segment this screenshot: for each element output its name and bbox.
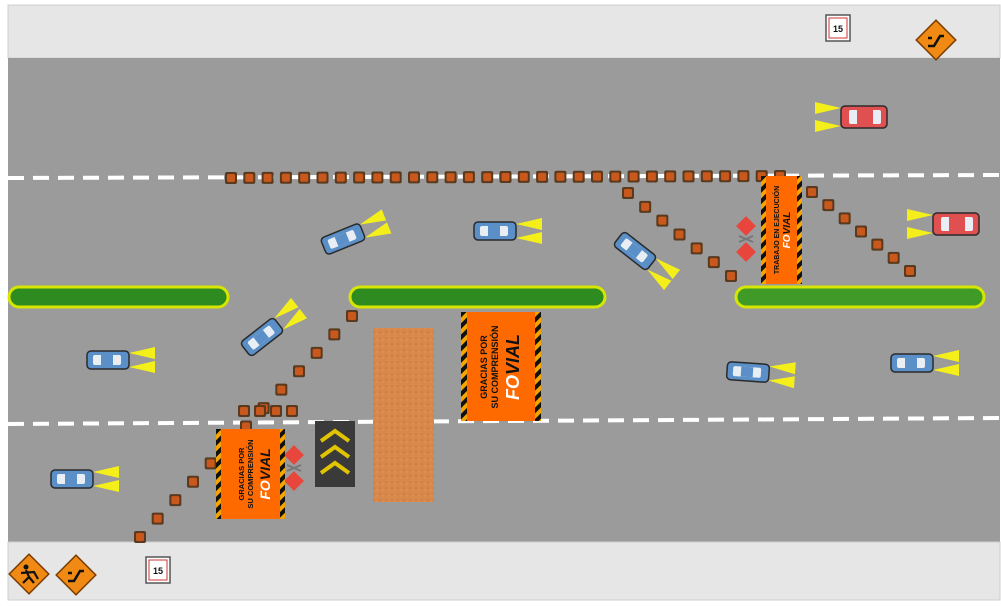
traffic-cone xyxy=(664,170,677,183)
brand-logo: FOVIAL xyxy=(257,448,273,499)
traffic-cone xyxy=(871,238,884,251)
traffic-cone xyxy=(334,171,347,184)
traffic-cone xyxy=(134,531,146,543)
traffic-cone xyxy=(690,242,703,255)
traffic-cone xyxy=(656,214,669,227)
thanks-sign-left: GRACIAS POR SU COMPRENSIÓN FOVIAL xyxy=(216,429,285,519)
traffic-cone xyxy=(316,171,329,184)
traffic-cone xyxy=(444,171,457,184)
traffic-cone xyxy=(855,225,867,238)
traffic-cone xyxy=(806,186,818,198)
bottom-shoulder xyxy=(7,541,1001,601)
car-blue xyxy=(240,297,308,357)
traffic-cone xyxy=(293,365,305,378)
traffic-cone xyxy=(536,170,549,183)
worker-diamond-icon xyxy=(8,553,50,595)
thanks-sign-center: GRACIAS POR SU COMPRENSIÓN FOVIAL xyxy=(461,312,541,421)
traffic-cone xyxy=(243,171,256,184)
traffic-cone xyxy=(408,171,420,184)
traffic-cone xyxy=(725,270,737,282)
car-blue xyxy=(473,218,542,244)
thanks-text-line2: SU COMPRENSIÓN xyxy=(489,325,500,408)
traffic-cone xyxy=(887,251,900,264)
chevron-arrow-board-icon xyxy=(315,421,355,487)
works-text: TRABAJO EN EJECUCIÓN xyxy=(772,186,781,274)
stop-slow-paddle-icon xyxy=(284,445,304,491)
median-right xyxy=(734,285,986,309)
traffic-cone xyxy=(645,170,658,183)
car-blue xyxy=(86,347,155,373)
traffic-cone xyxy=(275,383,288,396)
car-blue xyxy=(890,350,959,376)
traffic-cone xyxy=(572,170,585,183)
traffic-cone xyxy=(700,170,713,183)
traffic-cone xyxy=(622,187,634,199)
thanks-text-line1: GRACIAS POR xyxy=(479,335,489,399)
lane-line-top xyxy=(7,173,1001,180)
traffic-cone xyxy=(238,405,250,417)
traffic-cone xyxy=(371,171,384,184)
speed-limit-sign-icon: 15 xyxy=(145,556,171,584)
traffic-cone xyxy=(254,405,266,417)
traffic-cone xyxy=(737,170,750,183)
traffic-cone xyxy=(346,310,358,322)
traffic-cone xyxy=(481,171,494,184)
car-blue xyxy=(50,466,119,492)
traffic-cone xyxy=(204,457,217,470)
speed-limit-value: 15 xyxy=(153,566,163,576)
traffic-cone xyxy=(298,171,311,184)
work-area-sand xyxy=(373,328,434,502)
traffic-cone xyxy=(838,212,851,225)
speed-limit-sign-icon: 15 xyxy=(825,14,851,42)
brand-logo: FOVIAL xyxy=(503,334,523,400)
traffic-cone xyxy=(639,200,652,213)
traffic-cone xyxy=(554,170,567,183)
top-shoulder xyxy=(7,4,1001,59)
lane-shift-diamond-icon xyxy=(55,554,97,596)
thanks-text-line2: SU COMPRENSIÓN xyxy=(246,439,255,508)
traffic-cone xyxy=(426,171,439,184)
traffic-cone xyxy=(328,328,341,341)
lane-line-bottom xyxy=(7,416,1001,426)
traffic-cone xyxy=(707,256,720,269)
traffic-cone xyxy=(462,171,475,184)
traffic-cone xyxy=(261,171,274,184)
traffic-cone xyxy=(169,494,182,507)
lane-shift-diamond-icon xyxy=(915,19,957,61)
traffic-cone xyxy=(225,172,237,184)
traffic-cone xyxy=(151,512,164,525)
median-center xyxy=(348,285,607,309)
median-left xyxy=(7,285,230,309)
traffic-cone xyxy=(627,170,640,183)
speed-limit-value: 15 xyxy=(833,24,843,34)
traffic-cone xyxy=(270,405,282,417)
traffic-cone xyxy=(517,170,530,183)
traffic-cone xyxy=(187,475,199,488)
car-blue xyxy=(320,209,392,255)
works-sign: TRABAJO EN EJECUCIÓN FOVIAL xyxy=(761,176,802,284)
traffic-cone xyxy=(719,170,732,183)
traffic-cone xyxy=(591,170,603,183)
traffic-cone xyxy=(279,171,292,184)
vehicles xyxy=(50,102,980,492)
traffic-cone xyxy=(682,170,695,183)
traffic-cone xyxy=(904,265,916,277)
car-red xyxy=(907,209,980,239)
brand-logo: FOVIAL xyxy=(782,212,793,249)
car-blue xyxy=(725,361,796,389)
traffic-cone xyxy=(389,171,402,184)
traffic-cone xyxy=(286,405,298,417)
traffic-cone xyxy=(310,346,323,359)
traffic-cone xyxy=(609,170,622,183)
traffic-cone xyxy=(673,228,686,241)
traffic-cone xyxy=(499,171,512,183)
thanks-text-line1: GRACIAS POR xyxy=(237,447,246,501)
traffic-cone xyxy=(353,171,366,184)
car-red xyxy=(815,102,888,132)
car-blue xyxy=(613,231,681,291)
traffic-cone xyxy=(822,199,835,212)
